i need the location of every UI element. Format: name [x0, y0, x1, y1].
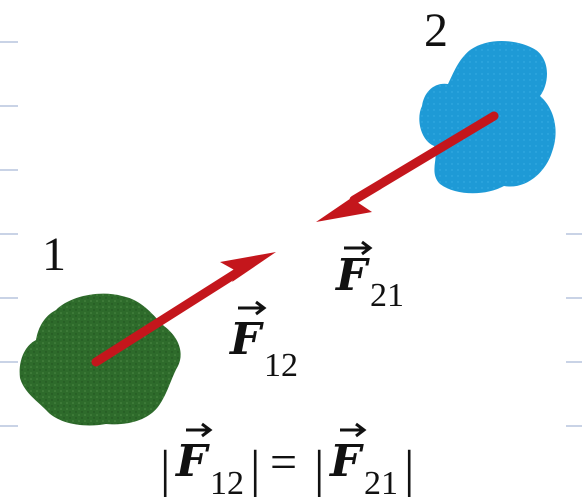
force-f12-label: F 12	[228, 300, 298, 384]
abs-bar: |	[160, 441, 170, 498]
equation-right-symbol: F	[328, 436, 364, 487]
ruled-lines-right	[566, 233, 582, 427]
force-f21-subscript: 21	[370, 277, 404, 314]
force-f21-arrow	[316, 111, 499, 222]
magnitude-equation: | F 12 | = | F 21 |	[160, 422, 414, 502]
force-f12-arrow	[91, 252, 276, 367]
force-f21-label: F 21	[334, 240, 404, 314]
equation-left-symbol: F	[174, 436, 210, 487]
abs-bar: |	[250, 441, 260, 498]
body-two-label: 2	[424, 4, 448, 57]
force-f21-symbol: F	[334, 250, 370, 301]
equation-left-subscript: 12	[210, 465, 244, 502]
abs-bar: |	[404, 441, 414, 498]
equation-equals: =	[270, 436, 297, 489]
body-one-label: 1	[42, 228, 66, 281]
force-f12-symbol: F	[228, 314, 264, 365]
abs-bar: |	[314, 441, 324, 498]
ruled-lines-left	[0, 41, 18, 427]
force-f12-subscript: 12	[264, 347, 298, 384]
equation-right-subscript: 21	[364, 465, 398, 502]
